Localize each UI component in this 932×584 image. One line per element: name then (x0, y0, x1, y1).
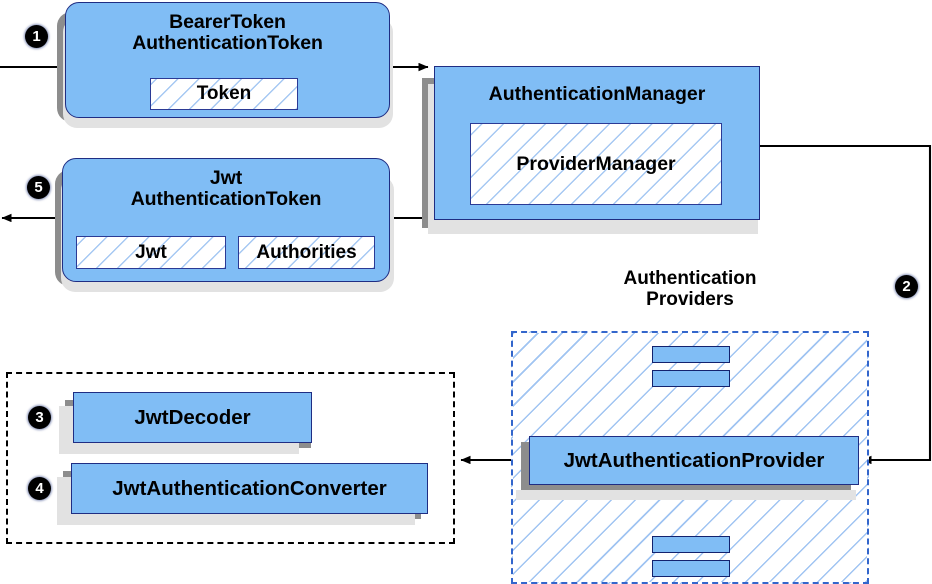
slot-authorities[interactable]: Authorities (238, 236, 375, 269)
slot-label: Authorities (256, 241, 357, 263)
provider-slot-bottom-1[interactable] (652, 536, 730, 553)
provider-slot-top-1[interactable] (652, 346, 730, 363)
step-number: 2 (902, 278, 911, 295)
slot-provider-manager[interactable]: ProviderManager (470, 123, 722, 205)
node-jwt-authentication-converter[interactable]: JwtAuthenticationConverter (71, 463, 428, 514)
provider-slot-bottom-2[interactable] (652, 560, 730, 577)
step-bullet-4: 4 (28, 477, 51, 500)
step-bullet-2: 2 (895, 275, 918, 298)
step-number: 1 (32, 28, 41, 45)
node-title: JwtAuthenticationConverter (112, 476, 387, 500)
slot-label: Token (196, 83, 252, 104)
slot-jwt[interactable]: Jwt (76, 236, 226, 269)
authentication-providers-caption: Authentication Providers (623, 268, 757, 311)
step-bullet-5: 5 (27, 176, 50, 199)
node-title: JwtDecoder (134, 405, 251, 429)
provider-slot-top-2[interactable] (652, 370, 730, 387)
step-bullet-3: 3 (28, 406, 51, 429)
node-title: JwtAuthenticationProvider (563, 448, 825, 472)
slot-label: Jwt (135, 241, 167, 263)
node-title: Jwt AuthenticationToken (130, 167, 322, 210)
step-number: 5 (34, 179, 43, 196)
slot-token[interactable]: Token (150, 78, 298, 110)
step-number: 4 (35, 480, 44, 497)
step-bullet-1: 1 (25, 25, 48, 48)
node-title: AuthenticationManager (488, 83, 706, 105)
jwt-authentication-provider-shadow-light (516, 490, 856, 500)
node-jwt-decoder[interactable]: JwtDecoder (73, 392, 312, 443)
step-number: 3 (35, 409, 44, 426)
slot-label: ProviderManager (516, 152, 676, 175)
node-jwt-authentication-provider[interactable]: JwtAuthenticationProvider (529, 436, 859, 485)
node-title: BearerToken AuthenticationToken (132, 11, 323, 54)
